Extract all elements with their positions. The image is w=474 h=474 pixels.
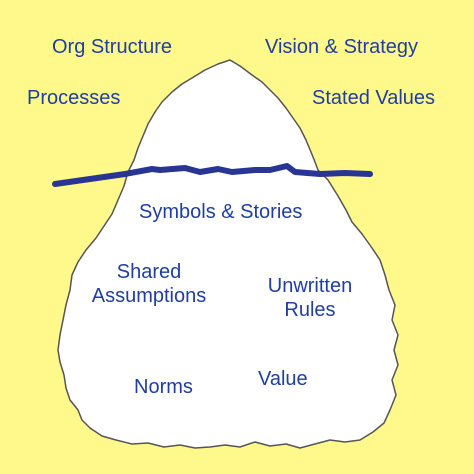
label-rules-line: Rules	[284, 299, 336, 321]
waterline	[52, 163, 373, 187]
label-value: Value	[258, 368, 308, 390]
iceberg-shape	[57, 59, 399, 449]
label-assumptions-line: Assumptions	[91, 285, 207, 307]
label-shared-line: Shared	[116, 261, 182, 283]
label-unwritten-rules: Unwritten Rules	[250, 274, 370, 322]
label-org-structure: Org Structure	[52, 36, 173, 58]
label-vision-strategy: Vision & Strategy	[265, 36, 419, 58]
label-stated-values: Stated Values	[312, 87, 436, 109]
label-unwritten-line: Unwritten	[267, 275, 353, 297]
label-processes: Processes	[27, 87, 121, 109]
label-norms: Norms	[134, 376, 193, 398]
label-shared-assumptions: Shared Assumptions	[82, 260, 216, 308]
label-symbols-stories: Symbols & Stories	[139, 201, 303, 223]
